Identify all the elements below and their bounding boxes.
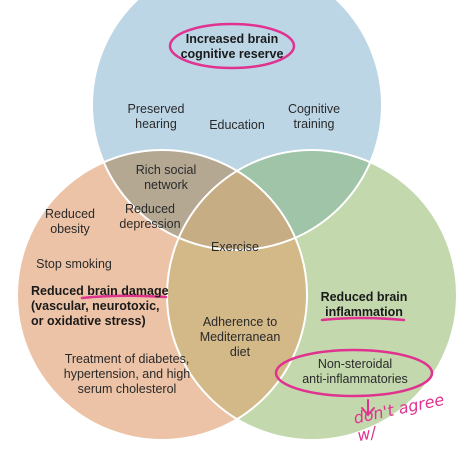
outline-top <box>91 0 383 251</box>
label-exercise: Exercise <box>211 240 259 254</box>
label-reduced-obesity: Reduced obesity <box>44 207 96 236</box>
highlight-underline-inflammation <box>320 316 406 322</box>
highlight-arrow <box>361 399 375 417</box>
label-mediterranean-diet: Adherence to Mediterranean diet <box>199 315 281 359</box>
label-non-steroidal: Non-steroidal anti-inflammatories <box>302 357 408 386</box>
label-preserved-hearing: Preserved hearing <box>127 102 185 131</box>
label-education: Education <box>209 118 265 132</box>
outline-right <box>166 149 458 441</box>
label-stop-smoking: Stop smoking <box>36 257 112 271</box>
label-cognitive-training: Cognitive training <box>287 102 341 131</box>
label-treatment: Treatment of diabetes, hypertension, and… <box>63 352 191 396</box>
highlight-underline-brain-damage <box>80 294 168 300</box>
outline-left <box>16 149 308 441</box>
highlight-ring-cognitive-reserve <box>168 22 296 70</box>
overlap-center <box>167 150 307 250</box>
right-circle-title: Reduced brain inflammation <box>320 290 408 319</box>
highlight-ring-anti-inflammatories <box>274 348 434 398</box>
left-circle-title: Reduced brain damage (vascular, neurotox… <box>31 284 169 328</box>
label-reduced-depression: Reduced depression <box>119 202 181 231</box>
top-circle-title: Increased brain cognitive reserve <box>180 32 284 61</box>
label-rich-social-network: Rich social network <box>135 163 197 192</box>
